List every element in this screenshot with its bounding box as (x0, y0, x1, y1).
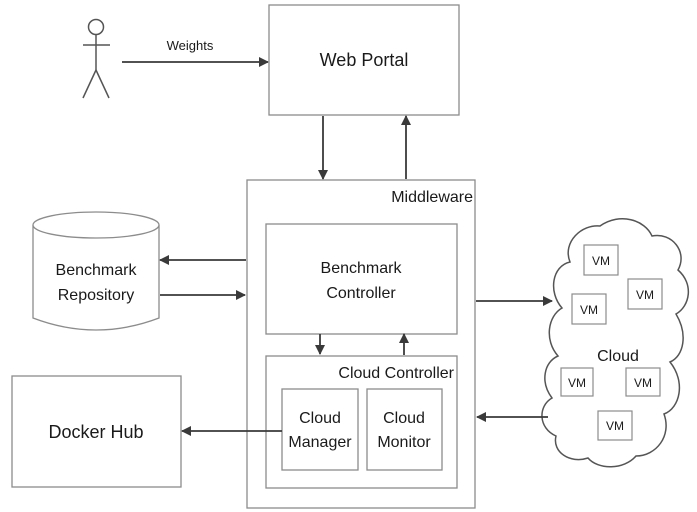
middleware-label: Middleware (391, 189, 473, 206)
vm-label: VM (580, 303, 598, 317)
benchmark-repository-line1: Benchmark (56, 262, 138, 279)
cloud-monitor-line1: Cloud (383, 410, 425, 427)
cloud-manager-box (281, 388, 359, 471)
user-actor-icon (82, 18, 110, 99)
benchmark-controller-line1: Benchmark (321, 260, 403, 277)
vm-label: VM (592, 254, 610, 268)
web-portal-box (268, 4, 460, 116)
docker-hub-box (11, 375, 182, 488)
vm-label: VM (636, 288, 654, 302)
benchmark-repository-cylinder (32, 211, 160, 331)
vm-label: VM (634, 376, 652, 390)
vm-box (583, 244, 619, 276)
vm-box (597, 410, 633, 441)
vm-box (625, 367, 661, 397)
cloud-manager-line1: Cloud (299, 410, 341, 427)
vm-box (560, 367, 594, 397)
web-portal-label: Web Portal (320, 50, 409, 70)
benchmark-controller-line2: Controller (326, 285, 396, 302)
cloud-monitor-box (366, 388, 443, 471)
vm-label: VM (606, 419, 624, 433)
cloud-manager-line2: Manager (288, 434, 352, 451)
vm-box (627, 278, 663, 310)
cloud-monitor-line2: Monitor (377, 434, 431, 451)
benchmark-controller-box (265, 223, 458, 335)
benchmark-repository-line2: Repository (58, 287, 134, 304)
cloud-controller-label: Cloud Controller (338, 365, 454, 382)
weights-label: Weights (167, 38, 214, 53)
cloud-label: Cloud (597, 348, 639, 365)
vm-label: VM (568, 376, 586, 390)
docker-hub-label: Docker Hub (48, 422, 143, 442)
vm-box (571, 293, 607, 325)
